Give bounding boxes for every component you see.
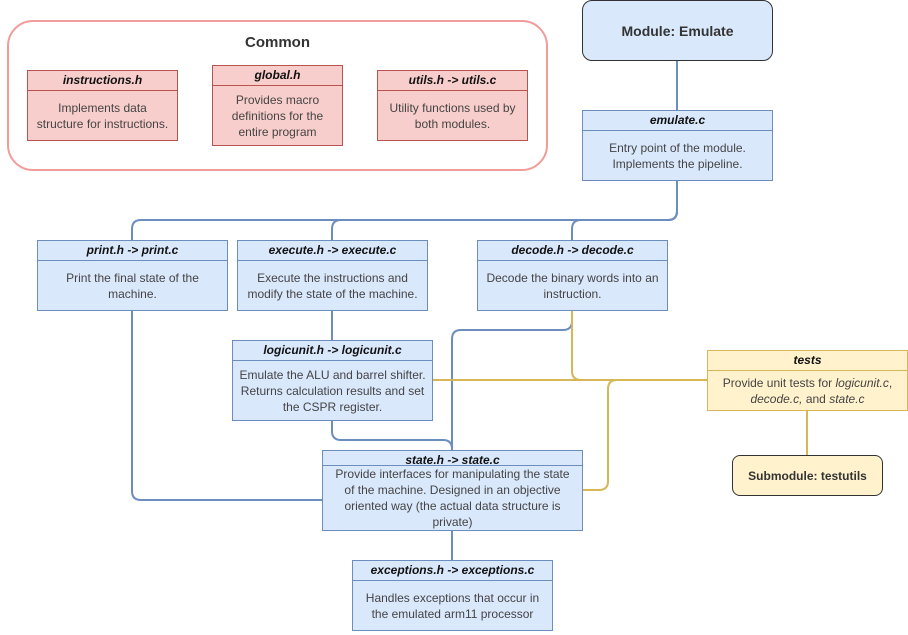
- edge-tests-to-state: [583, 379, 707, 491]
- exceptions-box-title: exceptions.h -> exceptions.c: [353, 561, 552, 581]
- tests-box[interactable]: tests Provide unit tests for logicunit.c…: [707, 350, 908, 411]
- tests-file-decode: decode.c,: [750, 391, 803, 406]
- global-box[interactable]: global.h Provides macro definitions for …: [212, 65, 343, 146]
- state-box-title: state.h -> state.c: [323, 451, 582, 466]
- exceptions-box-desc: Handles exceptions that occur in the emu…: [365, 590, 540, 621]
- tests-file-state: state.c: [829, 391, 865, 406]
- edge-tests-to-decode: [571, 311, 707, 381]
- emulate-box-title: emulate.c: [583, 111, 772, 131]
- exceptions-box[interactable]: exceptions.h -> exceptions.c Handles exc…: [352, 560, 553, 631]
- state-box[interactable]: state.h -> state.c Provide interfaces fo…: [322, 450, 583, 531]
- submodule-testutils-node[interactable]: Submodule: testutils: [732, 455, 883, 496]
- decode-box[interactable]: decode.h -> decode.c Decode the binary w…: [477, 240, 668, 311]
- decode-box-desc: Decode the binary words into an instruct…: [486, 270, 659, 301]
- global-box-title: global.h: [213, 66, 342, 86]
- execute-box-desc: Execute the instructions and modify the …: [247, 270, 418, 301]
- utils-box[interactable]: utils.h -> utils.c Utility functions use…: [377, 70, 528, 141]
- execute-box[interactable]: execute.h -> execute.c Execute the instr…: [237, 240, 428, 311]
- edge-logicunit-to-state: [331, 421, 453, 450]
- print-box[interactable]: print.h -> print.c Print the final state…: [37, 240, 228, 311]
- tests-desc-prefix: Provide unit tests for: [722, 375, 836, 390]
- decode-box-title: decode.h -> decode.c: [478, 241, 667, 261]
- instructions-box[interactable]: instructions.h Implements data structure…: [27, 70, 178, 141]
- tests-box-title: tests: [708, 351, 907, 371]
- logicunit-box-desc: Emulate the ALU and barrel shifter. Retu…: [239, 367, 426, 414]
- edge-emulate-to-print: [131, 181, 678, 240]
- global-box-desc: Provides macro definitions for the entir…: [231, 92, 324, 139]
- edge-print-to-state: [131, 311, 322, 501]
- tests-desc-sep2: and: [802, 391, 830, 406]
- logicunit-box[interactable]: logicunit.h -> logicunit.c Emulate the A…: [232, 340, 433, 421]
- tests-box-desc: Provide unit tests for logicunit.c, deco…: [708, 371, 907, 410]
- print-box-desc: Print the final state of the machine.: [66, 270, 199, 301]
- logicunit-box-title: logicunit.h -> logicunit.c: [233, 341, 432, 361]
- edge-emulate-to-decode: [571, 181, 678, 240]
- execute-box-title: execute.h -> execute.c: [238, 241, 427, 261]
- utils-box-desc: Utility functions used by both modules.: [389, 100, 516, 131]
- instructions-box-desc: Implements data structure for instructio…: [36, 100, 169, 131]
- print-box-title: print.h -> print.c: [38, 241, 227, 261]
- instructions-box-title: instructions.h: [28, 71, 177, 91]
- edge-emulate-to-execute: [331, 181, 678, 240]
- common-group-title: Common: [245, 34, 310, 51]
- state-box-desc: Provide interfaces for manipulating the …: [335, 467, 570, 529]
- tests-file-logicunit: logicunit.c: [835, 375, 889, 390]
- module-emulate-node[interactable]: Module: Emulate: [582, 0, 773, 61]
- utils-box-title: utils.h -> utils.c: [378, 71, 527, 91]
- tests-desc-sep1: ,: [888, 375, 893, 390]
- common-group: Common: [7, 20, 548, 171]
- emulate-box[interactable]: emulate.c Entry point of the module. Imp…: [582, 110, 773, 181]
- emulate-box-desc: Entry point of the module. Implements th…: [609, 140, 746, 171]
